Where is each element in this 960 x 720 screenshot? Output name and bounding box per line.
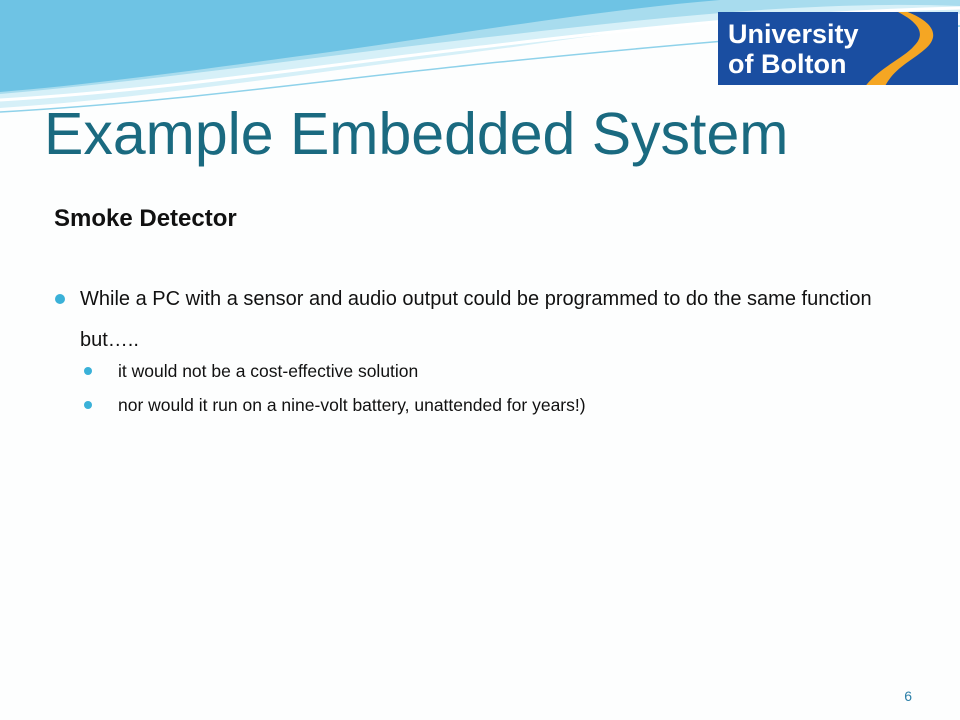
slide-subtitle: Smoke Detector [54, 205, 237, 232]
bullet-text: While a PC with a sensor and audio outpu… [80, 288, 872, 310]
university-logo: University of Bolton [718, 12, 958, 85]
sub-bullet-item: it would not be a cost-effective solutio… [84, 359, 894, 383]
bullet-dot-icon [55, 294, 65, 304]
slide-title: Example Embedded System [44, 101, 789, 167]
logo-swoosh-icon [866, 12, 934, 85]
sub-bullet-list: it would not be a cost-effective solutio… [54, 359, 894, 417]
sub-bullet-text: nor would it run on a nine-volt battery,… [118, 395, 586, 415]
wave-dark-band [0, 0, 720, 92]
sub-bullet-item: nor would it run on a nine-volt battery,… [84, 393, 894, 417]
sub-bullet-text: it would not be a cost-effective solutio… [118, 361, 419, 381]
header-wave-decoration [0, 0, 960, 113]
sub-bullet-dot-icon [84, 367, 92, 375]
logo-text-line1: University [728, 19, 859, 49]
bullet-continuation: but….. [80, 329, 139, 351]
logo-text-line2: of Bolton [728, 49, 847, 79]
sub-bullet-dot-icon [84, 401, 92, 409]
bullet-item: While a PC with a sensor and audio outpu… [54, 284, 894, 314]
page-number: 6 [904, 688, 912, 704]
slide-content: While a PC with a sensor and audio outpu… [54, 284, 894, 427]
